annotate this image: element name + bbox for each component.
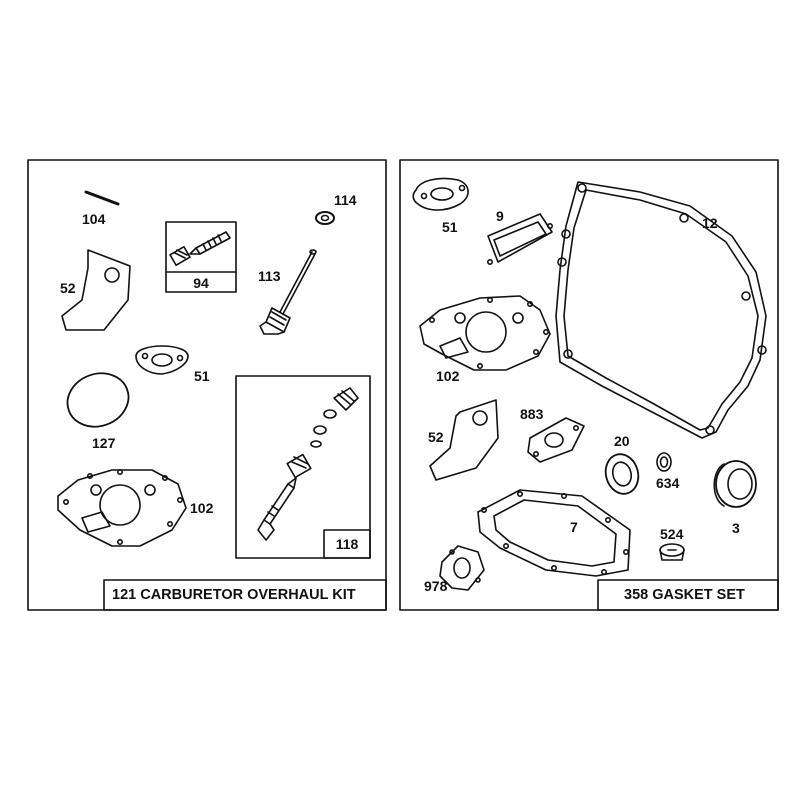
label-94: 94 [193,275,209,291]
label-127: 127 [92,435,116,451]
label-524: 524 [660,526,684,542]
right-panel [399,159,779,611]
label-978: 978 [424,578,448,594]
label-7: 7 [570,519,578,535]
left-panel-title: 121 CARBURETOR OVERHAUL KIT [112,587,356,603]
shaft-113 [259,249,317,335]
disc-127 [66,372,130,428]
gasket-102-right [419,295,551,371]
plate-52-hole [104,267,120,283]
gasket-51-right [412,177,469,211]
label-3: 3 [732,520,740,536]
label-9: 9 [496,208,504,224]
label-113: 113 [258,268,281,284]
right-panel-border [399,159,779,611]
plug-524 [659,543,685,561]
seal-20 [604,453,640,495]
seal-634 [656,452,672,472]
label-114: 114 [334,192,357,208]
label-102-left: 102 [190,500,214,516]
right-title-box [597,579,779,611]
label-51-right: 51 [442,219,458,235]
label-118: 118 [335,536,359,552]
pin-104 [84,190,120,206]
gasket-12 [555,181,767,439]
right-panel-title: 358 GASKET SET [624,587,745,603]
label-20: 20 [614,433,630,449]
part-118-label-box [323,529,371,559]
washer-114 [315,211,335,225]
gasket-51 [135,345,189,375]
plate-52-right-hole [472,410,488,426]
left-title-box [103,579,387,611]
label-102-right: 102 [436,368,460,384]
seal-3 [713,460,757,508]
label-51-left: 51 [194,368,210,384]
label-52-left: 52 [60,280,76,296]
plate-52 [61,249,131,331]
spring-118 [286,453,312,479]
gasket-978 [439,545,485,591]
needle-118 [257,477,297,541]
left-panel [27,159,387,611]
oring-118 [313,425,327,435]
gasket-102-left [57,468,187,547]
label-883: 883 [520,406,544,422]
needle-94 [189,231,231,255]
plate-52-right [429,399,499,481]
label-52-right: 52 [428,429,444,445]
washer-118 [310,440,322,448]
label-104: 104 [82,211,106,227]
fitting-118 [323,387,359,419]
part-94-box [165,221,237,293]
spring-94 [169,246,191,266]
gasket-883 [527,417,585,463]
gasket-7 [477,489,631,577]
label-634: 634 [656,475,680,491]
label-12: 12 [702,215,718,231]
gasket-9 [486,213,553,265]
washer-114-hole [320,214,330,222]
part-118-box [235,375,371,559]
